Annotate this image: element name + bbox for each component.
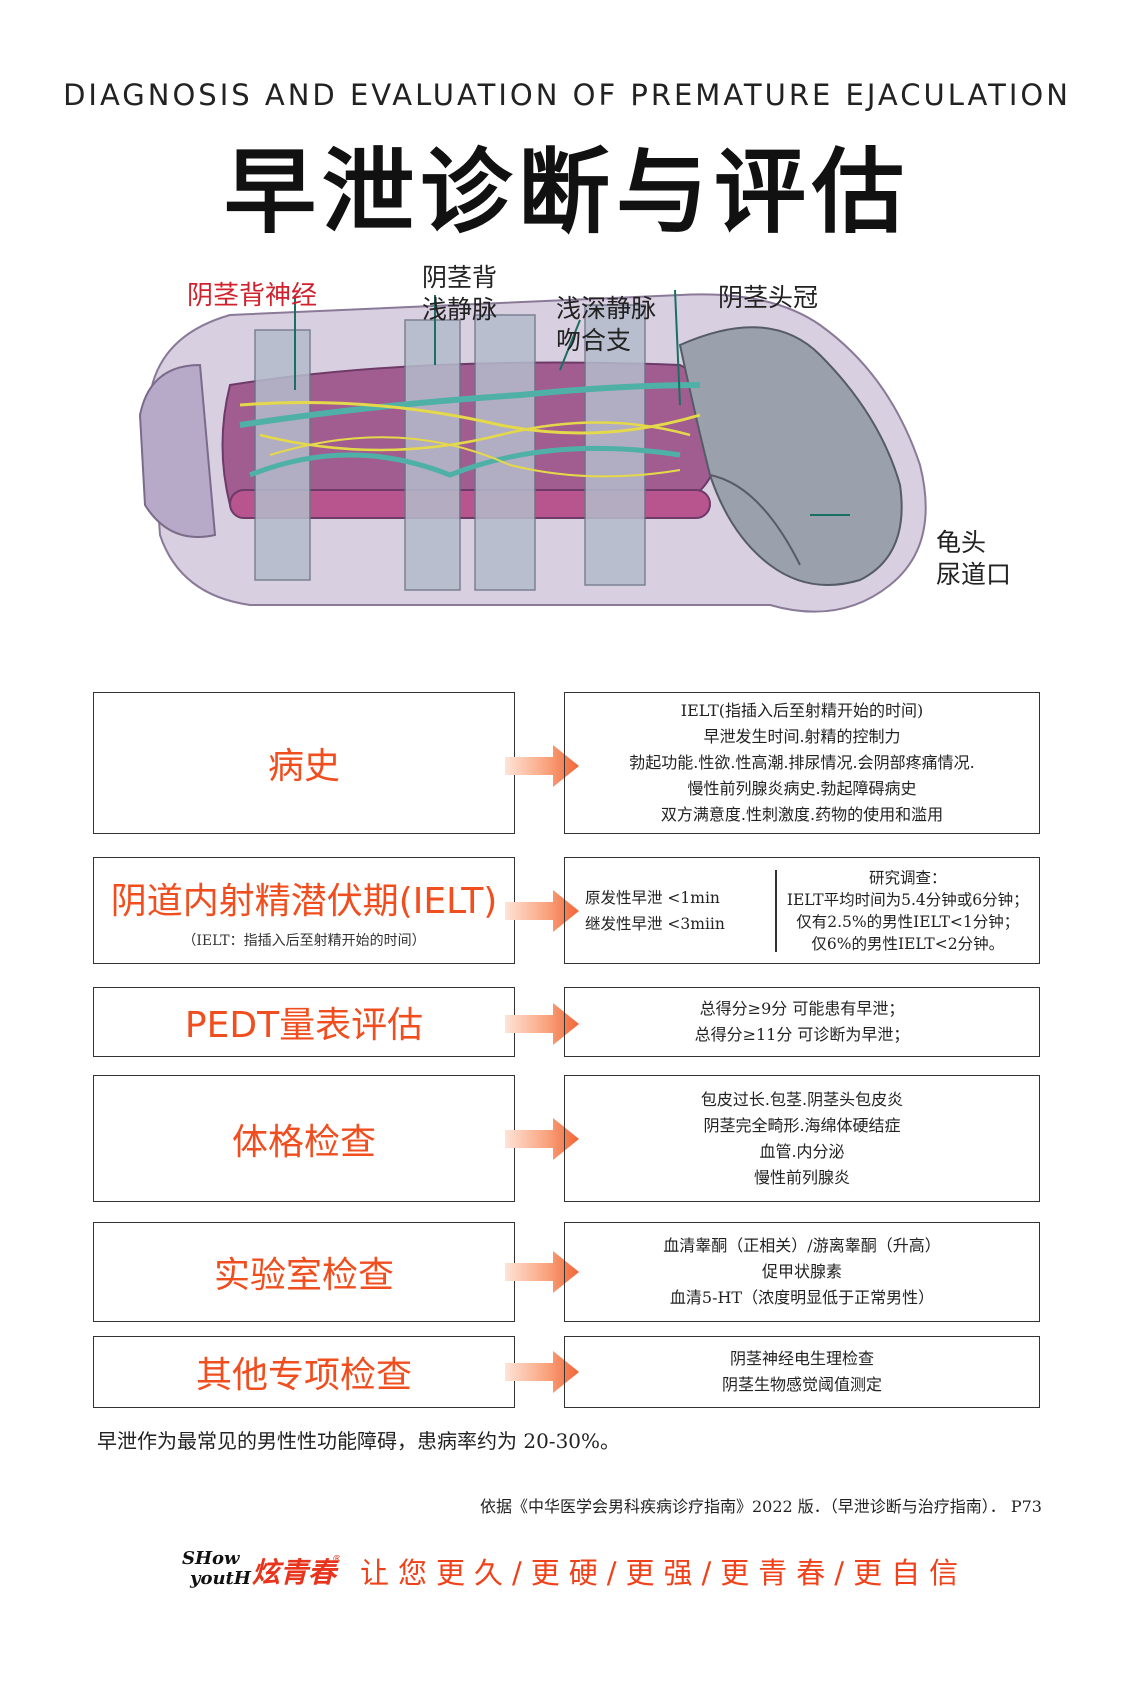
detail-line: 血清5-HT（浓度明显低于正常男性） — [669, 1288, 935, 1307]
detail-line: 双方满意度.性刺激度.药物的使用和滥用 — [660, 805, 944, 824]
english-subtitle: DIAGNOSIS AND EVALUATION OF PREMATURE EJ… — [63, 78, 1071, 112]
arrow-right-icon — [505, 890, 579, 932]
divider — [775, 869, 777, 952]
detail-line: IELT(指插入后至射精开始的时间) — [680, 701, 924, 720]
detail-line: 总得分≥9分 可能患有早泄； — [699, 999, 905, 1018]
detail-line: 慢性前列腺炎 — [753, 1167, 850, 1187]
section-note: （IELT：指插入后至射精开始的时间） — [182, 932, 426, 949]
section-pedt-details: 总得分≥9分 可能患有早泄； 总得分≥11分 可诊断为早泄； — [564, 987, 1040, 1057]
label-corona: 阴茎头冠 — [718, 283, 819, 312]
section-ielt: 阴道内射精潜伏期(IELT) （IELT：指插入后至射精开始的时间） — [93, 857, 515, 964]
detail-line: 仅6%的男性IELT<2分钟。 — [811, 934, 1005, 953]
detail-line: 阴茎生物感觉阈值测定 — [721, 1375, 882, 1394]
detail-line: 血清睾酮（正相关）/游离睾酮（升高） — [663, 1236, 941, 1255]
detail-line: 包皮过长.包茎.阴茎头包皮炎 — [700, 1089, 904, 1109]
label-dorsal-nerve: 阴茎背神经 — [187, 281, 318, 311]
detail-line: 早泄发生时间.射精的控制力 — [703, 727, 901, 746]
brand-logo: SHow youtH 炫青春 ® — [182, 1548, 340, 1589]
detail-line: IELT平均时间为5.4分钟或6分钟； — [786, 890, 1029, 909]
detail-line: 总得分≥11分 可诊断为早泄； — [694, 1025, 910, 1044]
section-title: 体格检查 — [231, 1121, 376, 1163]
arrow-right-icon — [505, 745, 579, 787]
detail-line: 研究调查： — [868, 868, 947, 887]
section-lab-tests-details: 血清睾酮（正相关）/游离睾酮（升高） 促甲状腺素 血清5-HT（浓度明显低于正常… — [564, 1222, 1040, 1322]
registered-icon: ® — [332, 1554, 340, 1565]
section-title: 阴道内射精潜伏期(IELT) — [110, 880, 498, 922]
section-ielt-details: 原发性早泄 <1min 继发性早泄 <3miin 研究调查： IELT平均时间为… — [564, 857, 1040, 964]
detail-line: 阴茎完全畸形.海绵体硬结症 — [703, 1115, 901, 1135]
prevalence-note: 早泄作为最常见的男性性功能障碍，患病率约为 20-30%。 — [97, 1429, 621, 1453]
arrow-right-icon — [505, 1003, 579, 1045]
detail-line: 慢性前列腺炎病史.勃起障碍病史 — [687, 779, 917, 798]
label-glans-urethra: 龟头 尿道口 — [936, 528, 1012, 589]
section-title: 病史 — [267, 746, 340, 787]
section-physical-exam: 体格检查 — [93, 1075, 515, 1202]
detail-line: 促甲状腺素 — [761, 1262, 842, 1281]
section-pedt: PEDT量表评估 — [93, 987, 515, 1057]
section-lab-tests: 实验室检查 — [93, 1222, 515, 1322]
arrow-right-icon — [505, 1251, 579, 1293]
label-superficial-vein: 阴茎背 浅静脉 — [422, 263, 498, 324]
detail-line: 勃起功能.性欲.性高潮.排尿情况.会阴部疼痛情况. — [629, 753, 975, 772]
section-title: 其他专项检查 — [195, 1355, 412, 1396]
pe-type-list: 原发性早泄 <1min 继发性早泄 <3miin — [565, 885, 775, 937]
section-title: 实验室检查 — [213, 1255, 394, 1296]
brand-cn: 炫青春 — [252, 1556, 339, 1589]
section-history: 病史 — [93, 692, 515, 834]
anatomy-illustration — [138, 289, 927, 613]
pe-type-secondary: 继发性早泄 <3miin — [585, 914, 725, 933]
detail-line: 血管.内分泌 — [759, 1141, 845, 1161]
brand-en-top: SHow — [182, 1548, 241, 1569]
section-special-tests-details: 阴茎神经电生理检查 阴茎生物感觉阈值测定 — [564, 1336, 1040, 1408]
brand-slogan: 让您更久/更硬/更强/更青春/更自信 — [360, 1556, 968, 1590]
brand-en-bottom: youtH — [189, 1568, 252, 1589]
reference-citation: 依据《中华医学会男科疾病诊疗指南》2022 版．（早泄诊断与治疗指南）． P73 — [479, 1497, 1042, 1516]
section-title: PEDT量表评估 — [184, 1005, 424, 1046]
research-list: 研究调查： IELT平均时间为5.4分钟或6分钟； 仅有2.5%的男性IELT<… — [777, 867, 1040, 955]
arrow-right-icon — [505, 1351, 579, 1393]
section-physical-exam-details: 包皮过长.包茎.阴茎头包皮炎 阴茎完全畸形.海绵体硬结症 血管.内分泌 慢性前列… — [564, 1075, 1040, 1202]
section-special-tests: 其他专项检查 — [93, 1336, 515, 1408]
section-history-details: IELT(指插入后至射精开始的时间) 早泄发生时间.射精的控制力 勃起功能.性欲… — [564, 692, 1040, 834]
pe-type-primary: 原发性早泄 <1min — [585, 888, 720, 907]
label-anastomosis: 浅深静脉 吻合支 — [556, 294, 657, 355]
detail-line: 仅有2.5%的男性IELT<1分钟； — [796, 912, 1020, 931]
page-title: 早泄诊断与评估 — [223, 139, 910, 246]
arrow-right-icon — [505, 1118, 579, 1160]
detail-line: 阴茎神经电生理检查 — [729, 1349, 874, 1368]
